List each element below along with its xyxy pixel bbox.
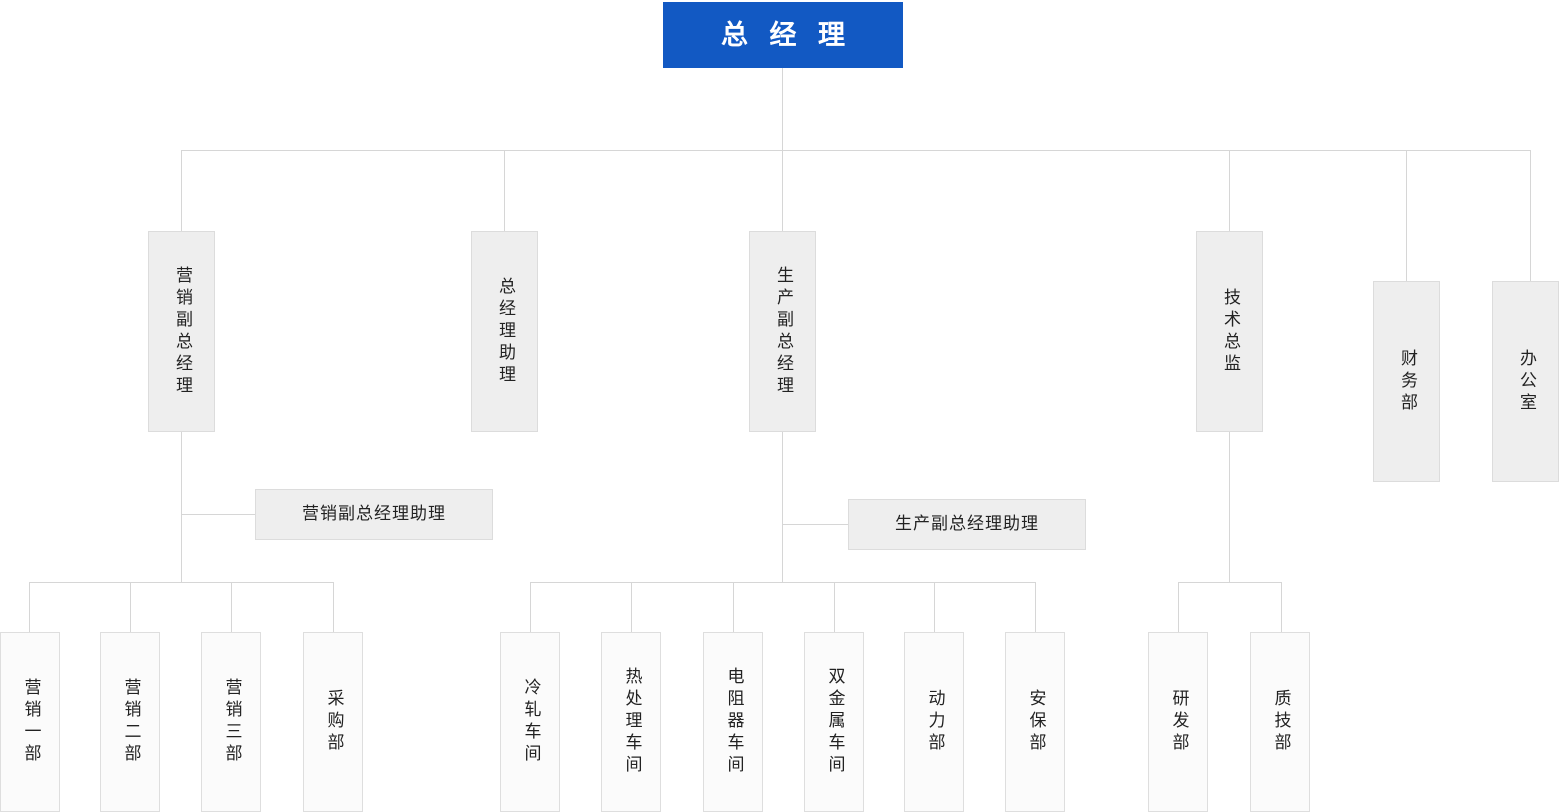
node-gm-assistant[interactable]: 总经理助理 (471, 231, 538, 432)
node-finance-dept[interactable]: 财务部 (1373, 281, 1440, 482)
node-tech-director[interactable]: 技术总监 (1196, 231, 1263, 432)
connector-drop-sales-2 (130, 582, 131, 632)
connector-main-bus (181, 150, 1530, 151)
connector-production-assistant-branch (782, 524, 848, 525)
node-label: 总 经 理 (720, 19, 852, 50)
node-security[interactable]: 安保部 (1005, 632, 1065, 812)
connector-drop-marketing-vp (181, 150, 182, 231)
node-general-manager[interactable]: 总 经 理 (663, 2, 903, 68)
node-purchasing[interactable]: 采购部 (303, 632, 363, 812)
node-sales-1[interactable]: 营销一部 (0, 632, 60, 812)
node-label: 财务部 (1397, 348, 1417, 415)
connector-drop-bimetal (834, 582, 835, 632)
node-office[interactable]: 办公室 (1492, 281, 1559, 482)
connector-drop-sales-3 (231, 582, 232, 632)
connector-production-children-bus (530, 582, 1035, 583)
connector-drop-quality-tech (1281, 582, 1282, 632)
node-sales-3[interactable]: 营销三部 (201, 632, 261, 812)
node-label: 质技部 (1271, 689, 1291, 755)
connector-drop-gm-assistant (504, 150, 505, 231)
node-cold-rolling[interactable]: 冷轧车间 (500, 632, 560, 812)
node-label: 冷轧车间 (521, 678, 541, 766)
connector-tech-stem (1229, 432, 1230, 582)
connector-drop-cold-rolling (530, 582, 531, 632)
connector-drop-sales-1 (29, 582, 30, 632)
node-label: 技术总监 (1220, 287, 1240, 376)
node-label: 电阻器车间 (724, 667, 744, 777)
connector-production-stem (782, 432, 783, 582)
node-label: 总经理助理 (495, 276, 515, 387)
connector-marketing-children-bus (29, 582, 333, 583)
connector-drop-security (1035, 582, 1036, 632)
node-label: 研发部 (1169, 689, 1189, 755)
node-label: 营销副总经理助理 (302, 504, 446, 524)
connector-marketing-assistant-branch (181, 514, 255, 515)
node-heat-treatment[interactable]: 热处理车间 (601, 632, 661, 812)
connector-drop-production-vp (782, 150, 783, 231)
node-label: 办公室 (1516, 348, 1536, 415)
node-marketing-vp[interactable]: 营销副总经理 (148, 231, 215, 432)
node-label: 采购部 (324, 689, 344, 755)
connector-drop-rnd (1178, 582, 1179, 632)
node-power[interactable]: 动力部 (904, 632, 964, 812)
node-label: 安保部 (1026, 689, 1046, 755)
node-label: 营销副总经理 (172, 265, 192, 398)
connector-marketing-stem (181, 432, 182, 582)
node-marketing-vp-assistant[interactable]: 营销副总经理助理 (255, 489, 493, 540)
node-quality-tech[interactable]: 质技部 (1250, 632, 1310, 812)
node-label: 营销一部 (21, 678, 41, 766)
node-production-vp-assistant[interactable]: 生产副总经理助理 (848, 499, 1086, 550)
node-rnd[interactable]: 研发部 (1148, 632, 1208, 812)
connector-drop-resistor (733, 582, 734, 632)
node-label: 双金属车间 (825, 667, 845, 777)
node-label: 营销二部 (121, 678, 141, 766)
node-bimetal[interactable]: 双金属车间 (804, 632, 864, 812)
connector-drop-tech-director (1229, 150, 1230, 231)
connector-drop-power (934, 582, 935, 632)
connector-drop-office (1530, 150, 1531, 281)
connector-root-stem (782, 68, 783, 150)
node-label: 营销三部 (222, 678, 242, 766)
node-resistor[interactable]: 电阻器车间 (703, 632, 763, 812)
connector-drop-finance-dept (1406, 150, 1407, 281)
node-label: 生产副总经理助理 (895, 514, 1039, 534)
node-label: 生产副总经理 (773, 265, 793, 398)
node-label: 动力部 (925, 689, 945, 755)
node-label: 热处理车间 (622, 667, 642, 777)
connector-tech-children-bus (1178, 582, 1281, 583)
node-production-vp[interactable]: 生产副总经理 (749, 231, 816, 432)
connector-drop-purchasing (333, 582, 334, 632)
connector-drop-heat-treatment (631, 582, 632, 632)
node-sales-2[interactable]: 营销二部 (100, 632, 160, 812)
